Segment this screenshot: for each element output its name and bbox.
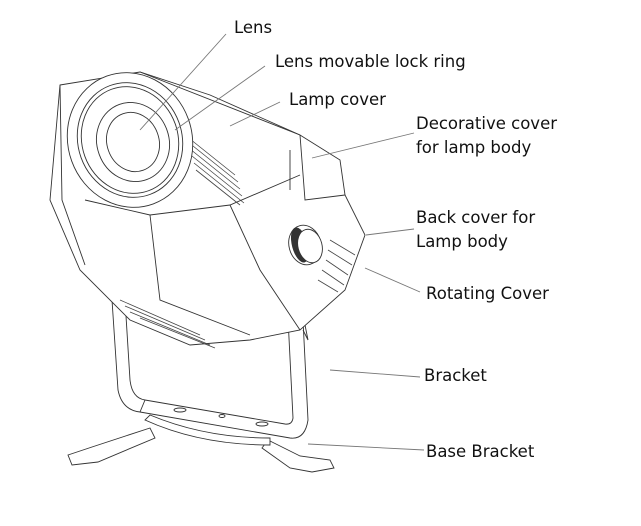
- leader-lines: [139, 33, 425, 451]
- cooling-fins: [119, 134, 356, 349]
- base-bracket-shape: [67, 414, 335, 473]
- label-rotating-cover: Rotating Cover: [426, 284, 549, 303]
- label-decorative-cover: Decorative cover for lamp body: [416, 112, 557, 160]
- label-decorative-cover-line1: Decorative cover: [416, 114, 557, 133]
- label-decorative-cover-line2: for lamp body: [416, 138, 532, 157]
- label-bracket: Bracket: [424, 366, 487, 385]
- label-lens: Lens: [234, 18, 273, 37]
- label-back-cover-line1: Back cover for: [416, 208, 536, 227]
- label-lamp-cover: Lamp cover: [289, 90, 386, 109]
- label-base-bracket: Base Bracket: [426, 442, 535, 461]
- label-back-cover: Back cover for Lamp body: [416, 206, 535, 254]
- lamp-body: [49, 71, 366, 349]
- rotating-cover-shape: [288, 224, 323, 266]
- label-lock-ring: Lens movable lock ring: [275, 52, 466, 71]
- label-back-cover-line2: Lamp body: [416, 232, 508, 251]
